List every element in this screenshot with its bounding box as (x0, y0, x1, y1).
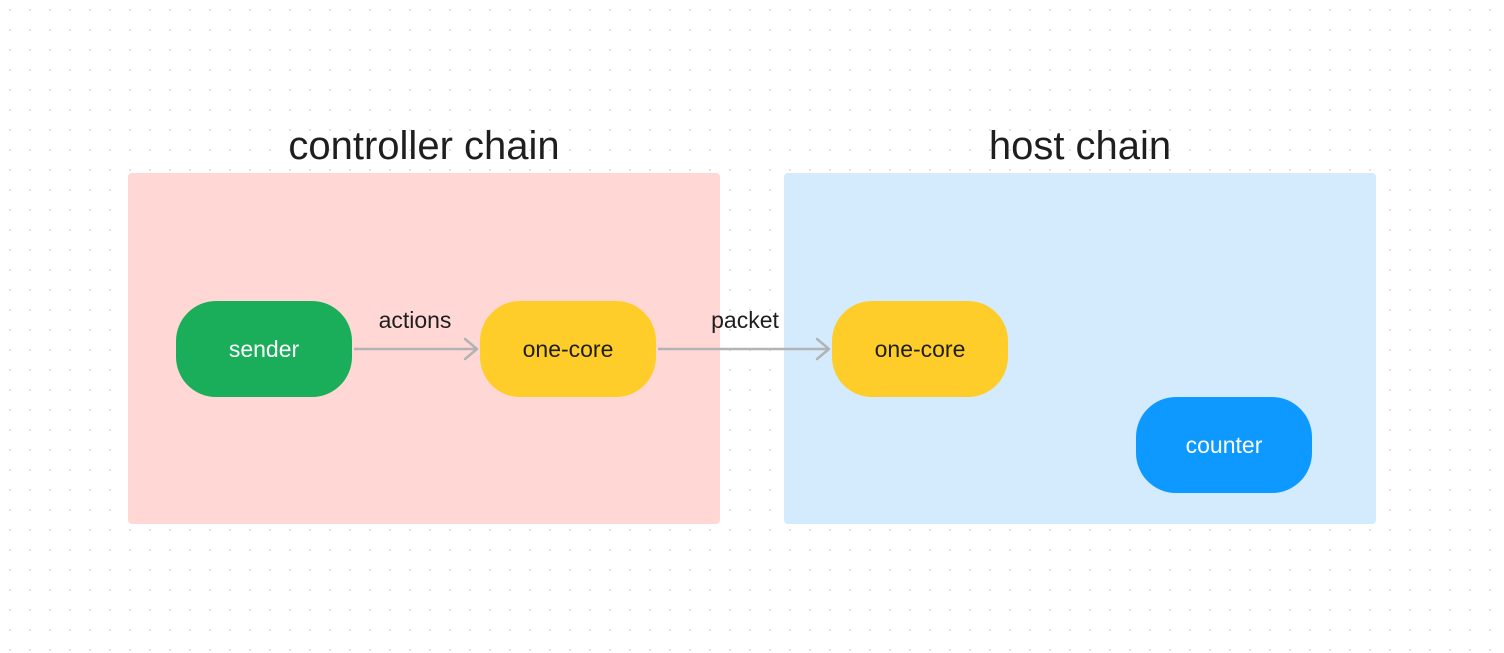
packet-edge-label: packet (711, 307, 779, 333)
host-chain-title: host chain (988, 124, 1172, 168)
controller-one-core-label: one-core (522, 335, 614, 362)
counter-node-label: counter (1185, 431, 1263, 458)
counter-node[interactable]: counter (1136, 397, 1312, 493)
host-one-core-node[interactable]: one-core (832, 301, 1008, 397)
actions-edge-label: actions (378, 307, 452, 333)
sender-node-label: sender (228, 335, 300, 362)
sender-node[interactable]: sender (176, 301, 352, 397)
controller-chain-title: controller chain (288, 124, 560, 168)
host-one-core-label: one-core (874, 335, 966, 362)
controller-one-core-node[interactable]: one-core (480, 301, 656, 397)
